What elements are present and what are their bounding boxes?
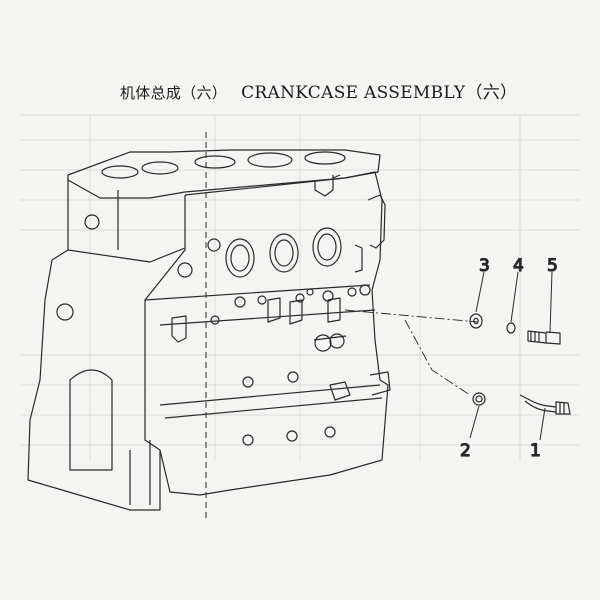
crankcase-block	[27, 149, 391, 511]
part-1-oil-nozzle	[519, 394, 571, 441]
callout-1: 1	[530, 441, 541, 461]
part-3-washer	[469, 271, 485, 329]
bleed-through-table	[20, 114, 580, 460]
callout-4: 4	[513, 256, 524, 276]
callout-2: 2	[460, 441, 471, 461]
assembly-lines	[344, 309, 479, 396]
callout-3: 3	[479, 256, 490, 276]
callout-5: 5	[547, 256, 558, 276]
title-english: CRANKCASE ASSEMBLY（六）	[241, 83, 518, 103]
page-title: 机体总成（六） CRANKCASE ASSEMBLY（六）	[120, 78, 517, 103]
part-2-seal	[469, 392, 486, 439]
part-4-ring	[506, 271, 519, 334]
title-chinese: 机体总成（六）	[120, 84, 228, 102]
part-5-bolt	[527, 271, 561, 345]
